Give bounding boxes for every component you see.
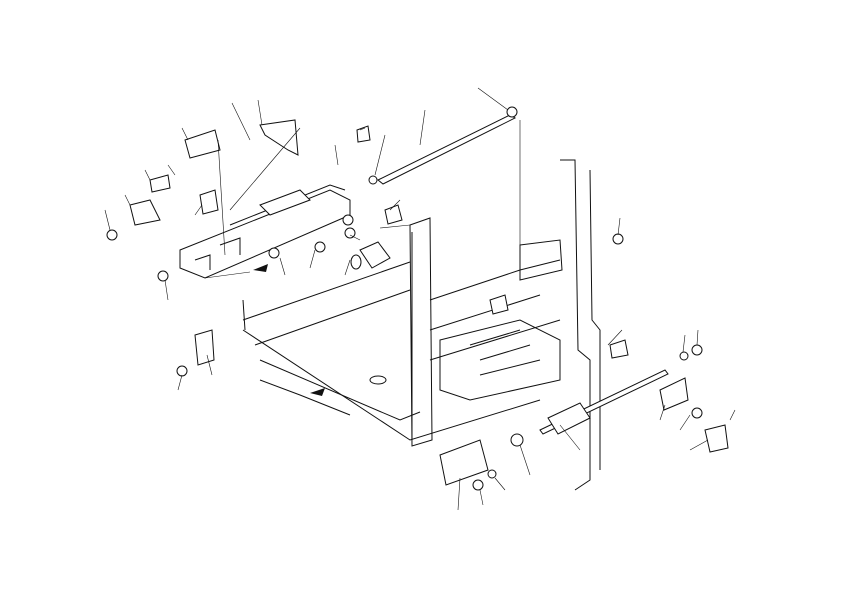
screw-icon — [342, 214, 354, 226]
screw-icon — [691, 407, 703, 419]
main-frame — [242, 159, 601, 491]
screw-icon — [106, 229, 118, 241]
screw-icon — [487, 469, 497, 479]
small-brackets — [129, 119, 729, 486]
feed-roller — [314, 227, 391, 270]
lower-shaft — [510, 344, 703, 447]
screw-icon — [176, 365, 188, 377]
screw-icon — [268, 247, 280, 259]
screws — [106, 214, 703, 491]
leader-lines — [104, 87, 736, 511]
screw-icon — [612, 233, 624, 245]
screw-icon — [472, 479, 484, 491]
upper-shaft — [368, 106, 518, 185]
screw-icon — [157, 270, 169, 282]
